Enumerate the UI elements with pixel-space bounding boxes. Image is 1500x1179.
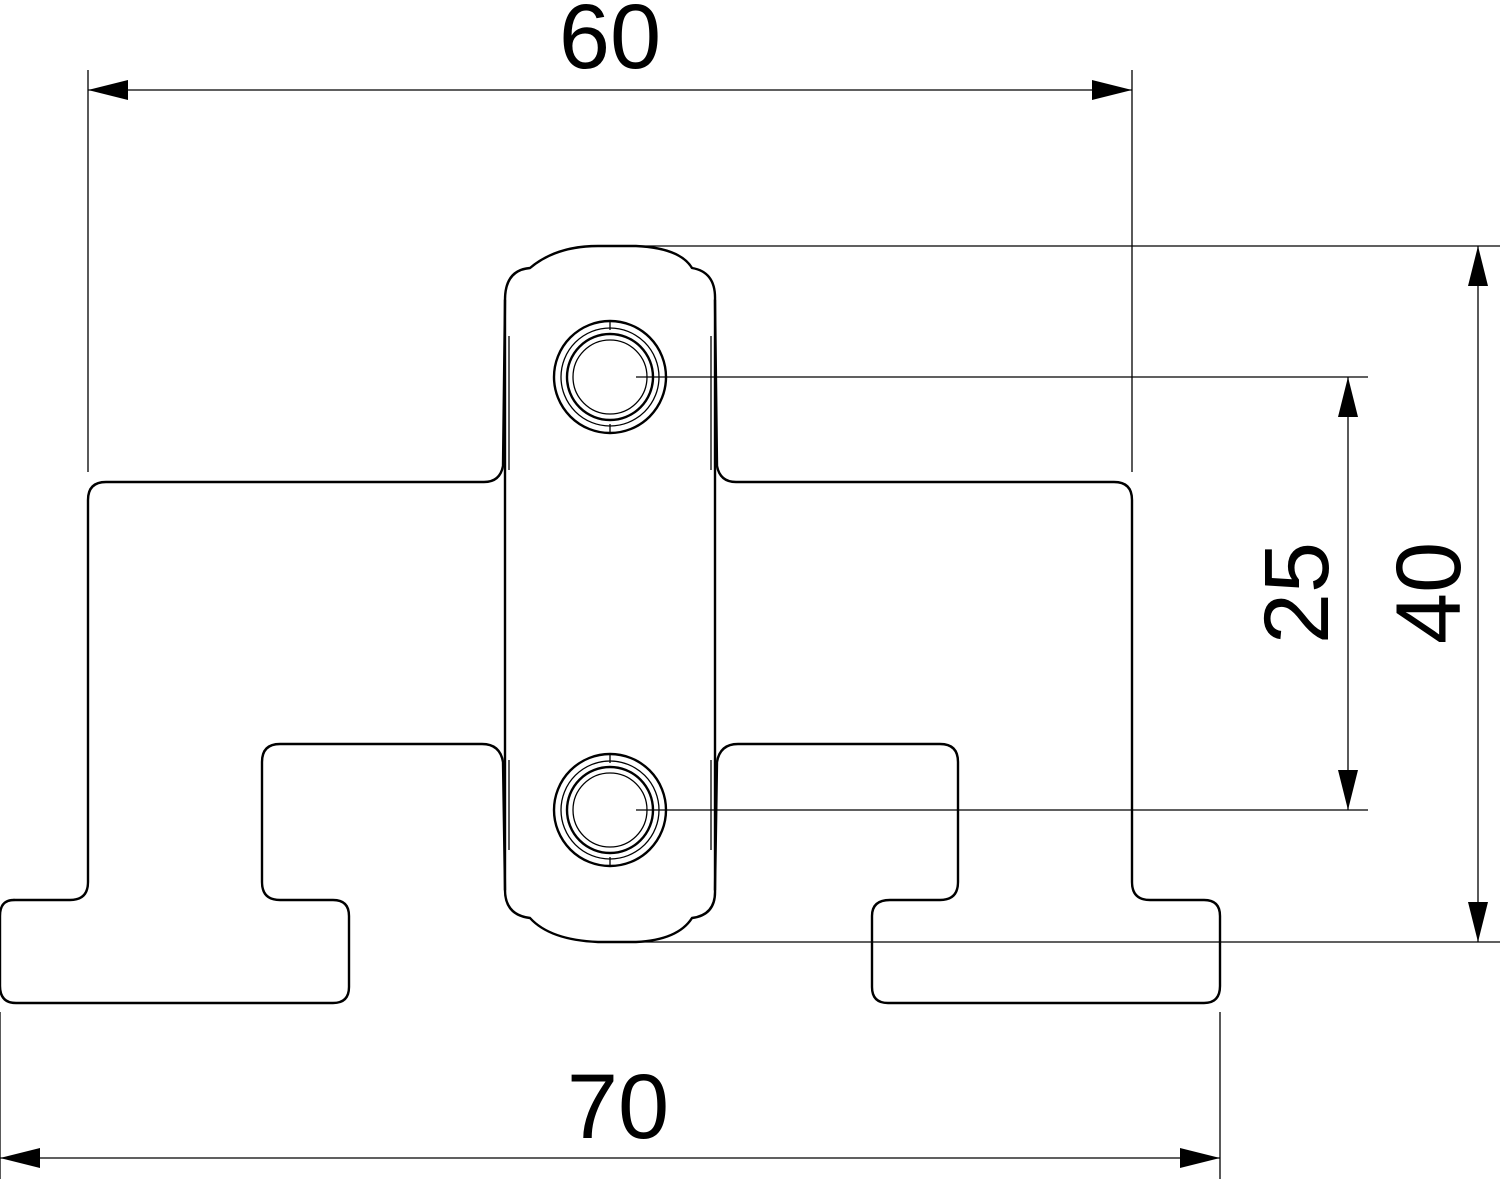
- dimension-label-60: 60: [559, 0, 661, 88]
- dimension-bottom-width: 70: [0, 1012, 1221, 1179]
- dimension-label-40: 40: [1378, 542, 1480, 644]
- dimension-label-25: 25: [1246, 542, 1348, 644]
- left-foot: [12, 298, 507, 902]
- right-foot: [713, 298, 1222, 1005]
- dimension-label-70: 70: [567, 1056, 669, 1158]
- dimension-overall-height: 40: [600, 245, 1500, 943]
- part-outline: [0, 244, 1222, 1005]
- center-clamp: [503, 244, 717, 944]
- dimension-hole-spacing: 25: [636, 376, 1368, 811]
- dimension-top-width: 60: [87, 0, 1133, 472]
- left-foot-base: [0, 742, 507, 1005]
